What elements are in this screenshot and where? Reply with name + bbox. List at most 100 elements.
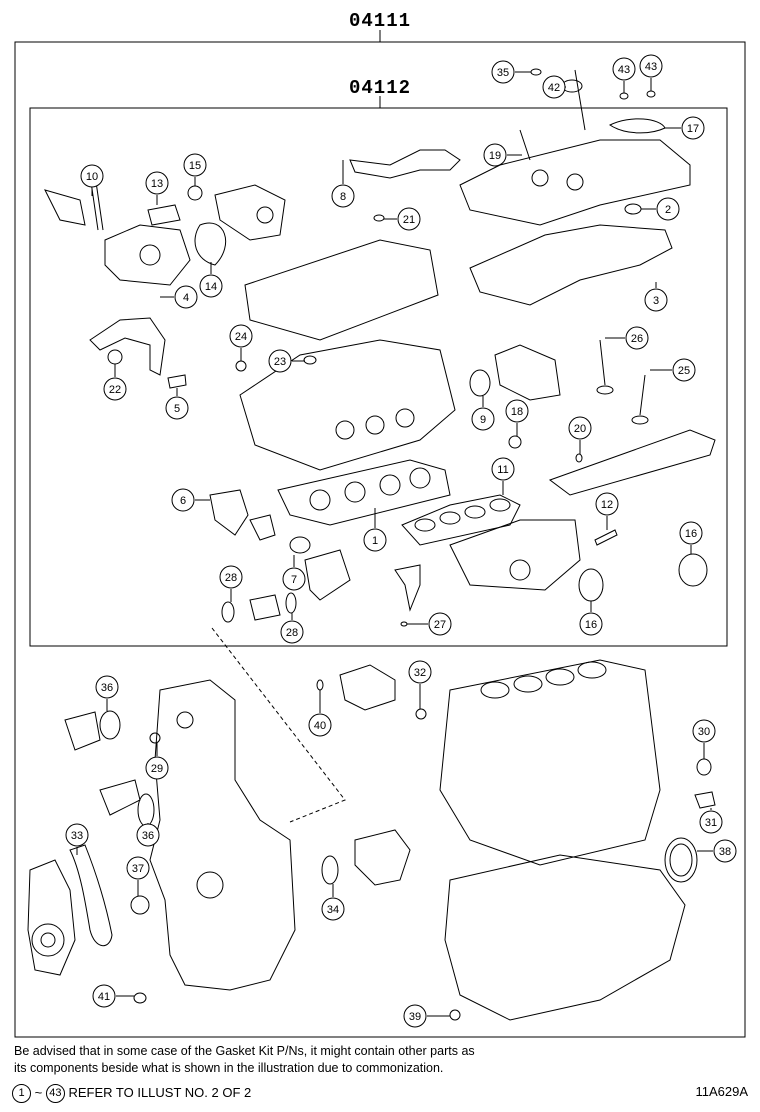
thermostat-housing <box>214 184 286 241</box>
callout-10-label: 10 <box>86 171 98 183</box>
callout-34 <box>321 884 345 921</box>
inner-kit-code: 04112 <box>349 77 411 99</box>
callout-43a <box>612 57 636 93</box>
valves <box>596 339 649 425</box>
small-gaskets <box>89 68 708 627</box>
callout-41-label: 41 <box>98 991 110 1003</box>
callout-38-label: 38 <box>719 846 731 858</box>
callout-41 <box>92 984 134 1008</box>
callout-28a <box>219 565 243 602</box>
rear-oil-seal <box>664 837 698 883</box>
callout-38 <box>697 839 737 863</box>
callout-1-label: 1 <box>372 535 378 547</box>
callout-4 <box>160 285 198 309</box>
callout-4-label: 4 <box>183 292 189 304</box>
callout-40-label: 40 <box>314 720 326 732</box>
callout-6 <box>171 488 210 512</box>
callout-19-label: 19 <box>489 150 501 162</box>
callout-5 <box>165 388 189 420</box>
callout-33 <box>65 823 89 855</box>
lower-small-gaskets <box>64 679 716 1021</box>
callout-14-label: 14 <box>205 281 217 293</box>
head-cover-gasket <box>469 224 673 306</box>
callout-6-label: 6 <box>180 495 186 507</box>
callout-7-label: 7 <box>291 574 297 586</box>
callout-20-label: 20 <box>574 423 586 435</box>
callout-35 <box>491 60 531 84</box>
footer-note-line-2: its components beside what is shown in t… <box>14 1061 444 1075</box>
drive-belt <box>69 844 113 947</box>
callout-39-label: 39 <box>409 1011 421 1023</box>
cylinder-head <box>239 239 456 471</box>
callout-3 <box>644 282 668 312</box>
callout-28b <box>280 613 304 644</box>
callout-13 <box>145 171 169 205</box>
callout-9 <box>471 396 495 431</box>
callout-35-label: 35 <box>497 67 509 79</box>
callout-16b <box>679 521 703 554</box>
range-separator: ~ <box>34 1084 43 1100</box>
callout-15-label: 15 <box>189 160 201 172</box>
callout-29 <box>145 743 169 780</box>
callout-32-label: 32 <box>414 667 426 679</box>
callout-24 <box>229 324 253 361</box>
callout-26 <box>605 326 649 350</box>
water-inlet <box>354 829 411 886</box>
callout-11-label: 11 <box>497 464 508 476</box>
callout-31 <box>699 808 723 834</box>
callout-37-label: 37 <box>132 863 144 875</box>
callout-11 <box>491 457 515 495</box>
callout-43a-label: 43 <box>618 64 630 76</box>
callout-26-label: 26 <box>631 333 643 345</box>
callout-1 <box>363 508 387 552</box>
oil-control-valve <box>249 514 351 621</box>
callout-36b-label: 36 <box>142 830 154 842</box>
callout-43b-label: 43 <box>645 61 657 73</box>
water-outlet <box>494 344 561 401</box>
callout-28a-label: 28 <box>225 572 237 584</box>
callout-19 <box>483 143 522 167</box>
footer-reference: 1 ~ 43 REFER TO ILLUST NO. 2 OF 2 <box>12 1084 251 1103</box>
callout-30-label: 30 <box>698 726 710 738</box>
callout-17-label: 17 <box>687 123 699 135</box>
callout-22 <box>103 364 127 401</box>
oil-pan <box>444 854 686 1021</box>
callout-25 <box>650 358 696 382</box>
callout-8 <box>331 160 355 208</box>
callout-18-label: 18 <box>511 406 523 418</box>
callout-33-label: 33 <box>71 830 83 842</box>
callout-39 <box>403 1004 450 1028</box>
cylinder-head-gasket <box>277 459 451 526</box>
callout-34-label: 34 <box>327 904 339 916</box>
illustration-code: 11A629A <box>695 1084 748 1099</box>
cylinder-head-cover <box>459 69 691 226</box>
water-pump <box>44 189 191 286</box>
outer-kit-code: 04111 <box>349 10 411 32</box>
range-start-badge: 1 <box>12 1084 31 1103</box>
callout-24-label: 24 <box>235 331 247 343</box>
crankshaft-pulley <box>27 859 76 976</box>
callout-23-label: 23 <box>274 356 286 368</box>
callout-14 <box>199 262 223 298</box>
callout-27-label: 27 <box>434 619 446 631</box>
callout-42-label: 42 <box>548 82 560 94</box>
callout-37 <box>126 856 150 896</box>
callout-8-label: 8 <box>340 191 346 203</box>
callout-31-label: 31 <box>705 817 717 829</box>
water-bypass-pipe <box>89 317 166 376</box>
callout-16a-label: 16 <box>585 619 597 631</box>
footer-note-line-1: Be advised that in some case of the Gask… <box>14 1044 475 1058</box>
callout-30 <box>692 719 716 759</box>
inner-kit-frame <box>29 107 728 647</box>
timing-cover-leader <box>211 627 346 823</box>
callout-36b <box>136 823 160 847</box>
intake-manifold-gasket <box>401 494 521 546</box>
callout-32 <box>408 660 432 709</box>
callout-36a <box>95 675 119 711</box>
callout-2 <box>641 197 680 221</box>
fuel-injector <box>394 564 421 612</box>
egr-pipe <box>349 149 461 179</box>
callout-43b <box>639 54 663 91</box>
callout-42 <box>542 75 566 99</box>
timing-chain-cover <box>149 679 296 991</box>
